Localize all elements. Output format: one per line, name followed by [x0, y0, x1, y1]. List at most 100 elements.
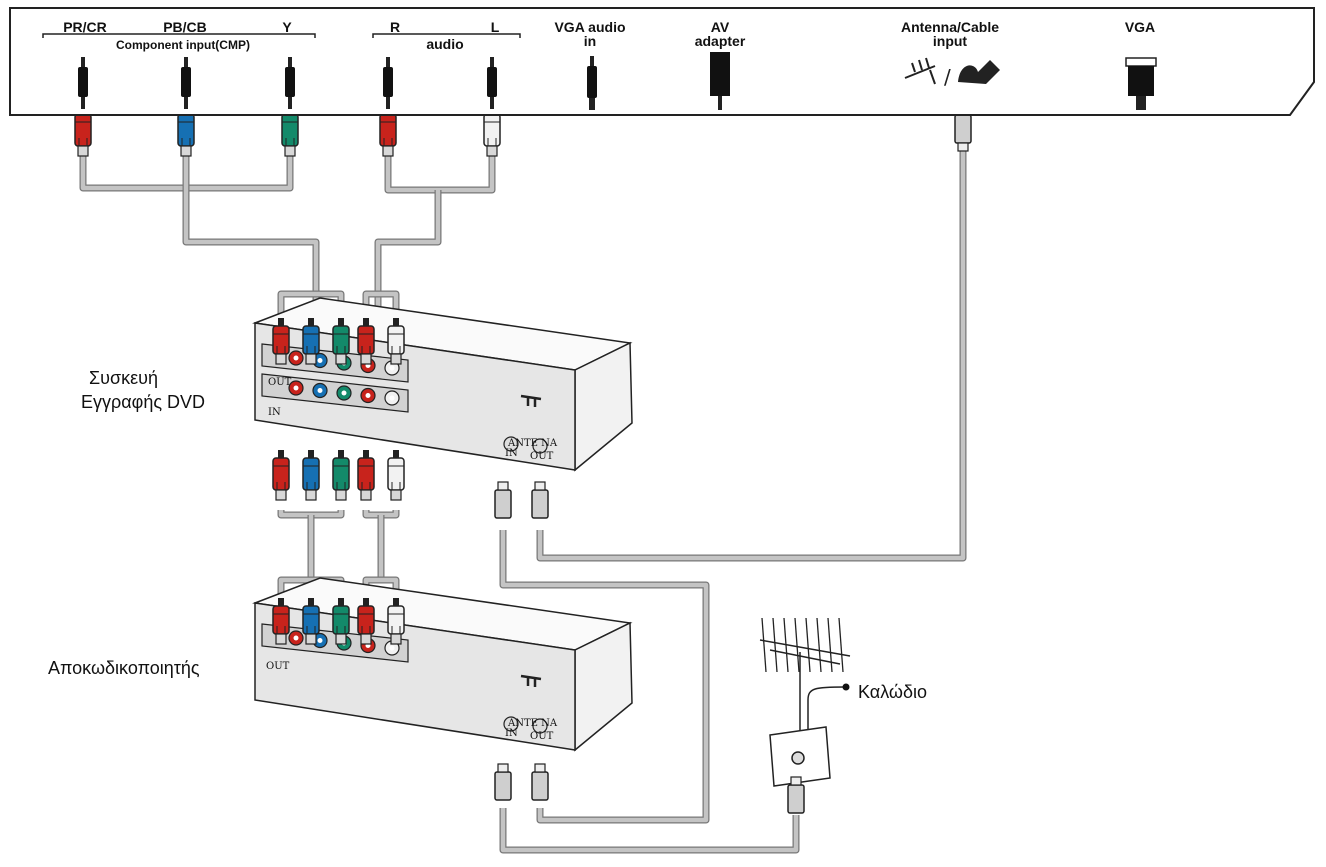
- tv-plug-2-boot: [284, 145, 296, 157]
- cable-audio-top-bar: [385, 150, 495, 193]
- decoder-top-plug-1: [302, 598, 320, 645]
- cable-decoder-in-from-wall-outline: [499, 808, 800, 854]
- dvd-ant-out-plug: [531, 481, 549, 519]
- dvd-recorder-box-jack-hole-1-2: [341, 390, 347, 396]
- dvd-recorder-box-jack-hole-0-4: [389, 365, 395, 371]
- decoder-antenna-in-label: IN: [505, 728, 518, 739]
- tv-back-panel: /: [9, 7, 1315, 116]
- dvd-top-plug-1-body: [302, 325, 320, 355]
- dvd-recorder-label-1: Συσκευή: [89, 368, 158, 388]
- panel-jack-2: [285, 67, 295, 97]
- cable-audio-top-bar-outline: [384, 150, 496, 194]
- dvd-antenna-label: ANTE NA: [508, 438, 558, 449]
- vga-audio-jack: [587, 66, 597, 98]
- decoder-top-plug-2-tip: [338, 598, 344, 606]
- panel-jack-tail-0: [81, 97, 85, 109]
- dvd-bottom-plug-1: [302, 450, 320, 501]
- dvd-ant-in-plug: [494, 481, 512, 519]
- dvd-top-plug-3-boot: [360, 353, 372, 365]
- decoder-antenna-out-label: OUT: [530, 731, 554, 742]
- tv-plug-3-boot: [382, 145, 394, 157]
- tv-plug-1-boot: [180, 145, 192, 157]
- port-label-pr: PR/CR: [63, 19, 107, 35]
- dvd-top-plug-1-boot: [305, 353, 317, 365]
- dvd-recorder-box-ant-out-jack: [532, 438, 548, 454]
- antenna-element-0: [761, 617, 767, 673]
- cable-cmp-trunk: [183, 150, 319, 312]
- device-layer: [252, 297, 851, 787]
- dvd-recorder-box-jack-hole-1-0: [293, 385, 299, 391]
- decoder-top-plug-3-body: [357, 605, 375, 635]
- decoder-label: Αποκωδικοποιητής: [48, 658, 200, 678]
- decoder-top-plug-1-tip: [308, 598, 314, 606]
- dvd-recorder-box-jack-hole-1-4: [389, 395, 395, 401]
- antenna-element-7: [838, 617, 844, 673]
- tv-panel-outline: [9, 7, 1315, 116]
- decoder-box: [252, 577, 633, 752]
- dvd-bottom-plug-3-body: [357, 457, 375, 491]
- antenna-element-1: [772, 617, 778, 673]
- wall-plate-plug: [787, 776, 805, 814]
- dvd-bottom-plug-4: [387, 450, 405, 501]
- wall-plate-socket: [791, 751, 805, 765]
- dvd-top-plug-4-boot: [390, 353, 402, 365]
- dvd-bottom-plug-1-tip: [308, 450, 314, 458]
- panel-jack-tail-3: [386, 97, 390, 109]
- dvd-top-plug-2-tip: [338, 318, 344, 326]
- antenna-booms: [759, 639, 851, 665]
- dvd-recorder-box-ant-in-jack: [503, 436, 519, 452]
- panel-jack-tail-2: [288, 97, 292, 109]
- av-adapter-tail: [718, 96, 722, 110]
- dvd-bottom-plug-4-body: [387, 457, 405, 491]
- dvd-top-plug-2-body: [332, 325, 350, 355]
- decoder-top-plug-2-body: [332, 605, 350, 635]
- cable-label: Καλώδιο: [858, 682, 928, 702]
- decoder-box-ant-out-jack: [532, 718, 548, 734]
- antenna-port-icon: [904, 57, 936, 85]
- dvd-recorder-box-jack-hole-0-1: [317, 358, 323, 363]
- panel-jack-tail-1: [184, 97, 188, 109]
- decoder-box-antenna-symbol: [520, 674, 542, 687]
- dvd-bottom-plug-2-tip: [338, 450, 344, 458]
- dvd-bottom-plug-4-tip: [393, 450, 399, 458]
- port-label-audio-r: R: [389, 19, 401, 35]
- wall-plate-plug-body: [787, 784, 805, 814]
- decoder-top-plug-3-tip: [363, 598, 369, 606]
- tv-antenna-plug: [954, 114, 972, 152]
- vga-icon-tail: [1136, 96, 1146, 110]
- panel-pin-4: [490, 57, 494, 67]
- panel-pin-0: [81, 57, 85, 67]
- decoder-antenna-label: ANTE NA: [508, 718, 558, 729]
- dvd-bottom-plug-1-body: [302, 457, 320, 491]
- cable-audio-trunk: [375, 190, 441, 312]
- panel-jack-0: [78, 67, 88, 97]
- tv-antenna-plug-tip: [957, 142, 969, 152]
- decoder-out-label: OUT: [266, 661, 290, 672]
- panel-jack-3: [383, 67, 393, 97]
- cable-cmp-trunk-outline: [182, 150, 320, 312]
- component-bracket: [42, 33, 316, 38]
- decoder-top-plug-1-body: [302, 605, 320, 635]
- vga-audio-tail: [589, 98, 595, 110]
- panel-jack-4: [487, 67, 497, 97]
- panel-pin-2: [288, 57, 292, 67]
- vga-icon-top: [1125, 57, 1157, 67]
- decoder-top-plug-4-body: [387, 605, 405, 635]
- dvd-recorder-box: [252, 297, 633, 472]
- dvd-in-label: IN: [268, 407, 281, 418]
- decoder-top-plug-4-tip: [393, 598, 399, 606]
- tv-antenna-plug-body: [954, 114, 972, 144]
- tv-plug-0-boot: [77, 145, 89, 157]
- dvd-recorder-box-jack-hole-1-1: [317, 388, 323, 393]
- dvd-antenna-out-label: OUT: [530, 451, 554, 462]
- cable-dvd-out-to-tv: [537, 142, 966, 561]
- audio-caption: audio: [426, 36, 464, 52]
- decoder-box-jack-hole-0-0: [293, 635, 299, 641]
- decoder-box-ant-in-jack: [503, 716, 519, 732]
- port-label-pb: PB/CB: [163, 19, 207, 35]
- decoder-top-plug-4: [387, 598, 405, 645]
- port-label-audio-l: L: [490, 19, 500, 35]
- decoder-ant-out-plug: [531, 763, 549, 801]
